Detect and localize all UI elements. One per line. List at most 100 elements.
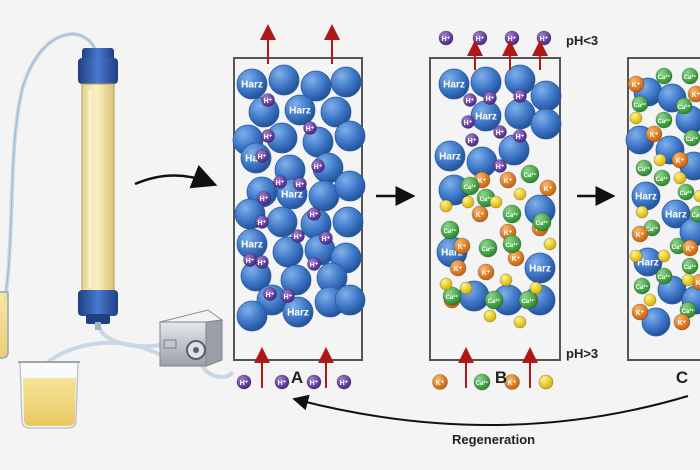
resin-bead-label: Harz <box>241 80 263 91</box>
hydrogen-ion <box>307 257 321 271</box>
resin-bead <box>330 66 362 98</box>
resin-bead <box>308 180 340 212</box>
calcium-ion-label: Ca²⁺ <box>638 166 651 173</box>
hydrogen-ion <box>483 91 497 105</box>
calcium-ion <box>473 373 491 391</box>
apparatus <box>0 32 234 429</box>
ph-bottom-label: pH>3 <box>566 346 599 361</box>
yellow-ion <box>483 309 497 323</box>
calcium-ion <box>683 129 700 147</box>
calcium-ion-label: Ca²⁺ <box>464 184 477 191</box>
calcium-ion <box>635 159 653 177</box>
hydrogen-ion-label: H⁺ <box>294 234 303 241</box>
potassium-ion-label: K⁺ <box>636 232 645 239</box>
hydrogen-ion-label: H⁺ <box>284 294 293 301</box>
hydrogen-ion <box>438 30 454 46</box>
hydrogen-ion-label: H⁺ <box>540 36 549 43</box>
potassium-ion-label: K⁺ <box>692 92 700 99</box>
hydrogen-ion <box>463 93 477 107</box>
resin-bead-label: Harz <box>289 106 311 117</box>
yellow-ion <box>635 205 649 219</box>
yellow-ion <box>629 249 643 263</box>
resin-bead <box>641 307 671 337</box>
potassium-ion <box>671 151 689 169</box>
potassium-ion-label: K⁺ <box>676 158 685 165</box>
resin-bead <box>434 140 466 172</box>
hydrogen-ion <box>307 207 321 221</box>
hydrogen-ion <box>261 129 275 143</box>
potassium-ion-label: K⁺ <box>678 320 687 327</box>
calcium-ion-label: Ca²⁺ <box>646 226 659 233</box>
peristaltic-pump-icon <box>158 309 224 367</box>
hydrogen-ion-label: H⁺ <box>264 98 273 105</box>
calcium-ion-label: Ca²⁺ <box>444 228 457 235</box>
beads-panel-a: HarzHarzHarzHarzHarzHarzH⁺H⁺H⁺H⁺H⁺H⁺H⁺H⁺… <box>232 64 366 332</box>
hydrogen-ion-label: H⁺ <box>258 260 267 267</box>
resin-bead-label: Harz <box>665 210 687 221</box>
potassium-ion <box>477 263 495 281</box>
hydrogen-ion-label: H⁺ <box>278 380 287 387</box>
hydrogen-ion-label: H⁺ <box>486 96 495 103</box>
hydrogen-ion-label: H⁺ <box>468 138 477 145</box>
hydrogen-ion <box>303 121 317 135</box>
calcium-ion-label: Ca²⁺ <box>678 104 691 111</box>
calcium-ion <box>677 183 695 201</box>
resin-bead <box>300 70 332 102</box>
hydrogen-ion-label: H⁺ <box>476 36 485 43</box>
hydrogen-ion <box>306 374 322 390</box>
hydrogen-ion-label: H⁺ <box>240 380 249 387</box>
hydrogen-ion-label: H⁺ <box>246 258 255 265</box>
yellow-ion <box>681 273 695 287</box>
potassium-ion <box>681 239 699 257</box>
hydrogen-ion-label: H⁺ <box>322 236 331 243</box>
resin-bead-label: Harz <box>475 112 497 123</box>
hydrogen-ion-label: H⁺ <box>516 134 525 141</box>
potassium-ion-label: K⁺ <box>476 212 485 219</box>
resin-bead <box>332 206 364 238</box>
flow-arrows-red <box>254 24 548 388</box>
hydrogen-ion <box>263 287 277 301</box>
resin-bead <box>530 108 562 140</box>
potassium-ion-label: K⁺ <box>436 380 445 387</box>
hydrogen-ion-label: H⁺ <box>466 98 475 105</box>
resin-bead <box>236 68 268 100</box>
hydrogen-ion <box>319 231 333 245</box>
hydrogen-ion-label: H⁺ <box>314 164 323 171</box>
calcium-ion-label: Ca²⁺ <box>522 298 535 305</box>
calcium-ion <box>502 204 522 224</box>
hydrogen-ion <box>513 129 527 143</box>
potassium-ion <box>499 171 517 189</box>
resin-bead-label: Harz <box>637 258 659 269</box>
beads-panel-b: HarzHarzHarzHarzHarzH⁺H⁺H⁺H⁺H⁺H⁺H⁺H⁺K⁺K⁺… <box>434 64 562 329</box>
calcium-ion <box>675 97 693 115</box>
yellow-ion <box>693 189 700 203</box>
potassium-ion <box>673 313 691 331</box>
hydrogen-ion-label: H⁺ <box>258 220 267 227</box>
yellow-ion <box>657 249 671 263</box>
calcium-ion-label: Ca²⁺ <box>680 190 693 197</box>
hydrogen-ion-label: H⁺ <box>496 164 505 171</box>
resin-bead-label: Harz <box>529 264 551 275</box>
resin-bead <box>438 68 470 100</box>
hydrogen-ion <box>461 115 475 129</box>
hydrogen-ion-label: H⁺ <box>496 130 505 137</box>
potassium-ion-label: K⁺ <box>504 230 513 237</box>
hydrogen-ion <box>513 89 527 103</box>
resin-bead-label: Harz <box>287 308 309 319</box>
potassium-ion <box>539 179 557 197</box>
yellow-ion <box>538 374 554 390</box>
calcium-ion <box>478 238 498 258</box>
calcium-ion <box>681 67 699 85</box>
yellow-ion <box>513 187 527 201</box>
potassium-ion-label: K⁺ <box>458 244 467 251</box>
calcium-ion-label: Ca²⁺ <box>636 284 649 291</box>
calcium-ion-label: Ca²⁺ <box>488 298 501 305</box>
calcium-ion-label: Ca²⁺ <box>686 136 699 143</box>
calcium-ion-label: Ca²⁺ <box>524 172 537 179</box>
calcium-ion <box>484 290 504 310</box>
resin-bead <box>334 120 366 152</box>
tubing <box>46 340 172 364</box>
calcium-ion-label: Ca²⁺ <box>658 74 671 81</box>
calcium-ion <box>655 267 673 285</box>
